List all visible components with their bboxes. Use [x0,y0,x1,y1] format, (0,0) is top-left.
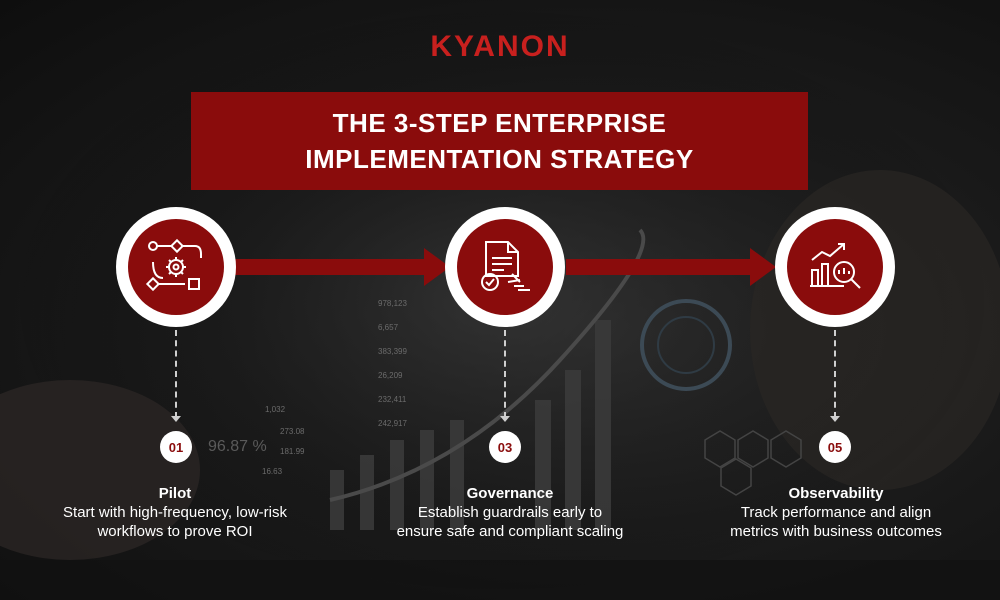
connector-arrow-2 [566,248,776,286]
bg-value-6: 1,032 [265,405,286,414]
step-1-number: 01 [160,431,192,463]
step-1-title: Pilot [158,485,192,502]
dashed-line-1 [175,330,177,418]
step-1-icon-circle [116,207,236,327]
bg-percent: 96.87 % [208,438,267,455]
step-2-number: 03 [489,431,521,463]
title-banner: THE 3-STEP ENTERPRISE IMPLEMENTATION STR… [191,92,808,190]
dashed-line-2 [504,330,506,418]
step-3-title: Observability [788,485,884,502]
step-3-icon-circle [775,207,895,327]
dashed-line-3 [834,330,836,418]
bg-value-8: 181.99 [280,447,305,456]
chart-magnifier-icon [810,243,861,289]
page-title: THE 3-STEP ENTERPRISE IMPLEMENTATION STR… [290,105,710,177]
step-1-desc-line-1: Start with high-frequency, low-risk [63,504,287,521]
step-2-icon-circle [445,207,565,327]
step-2-desc-line-2: ensure safe and compliant scaling [396,523,624,540]
title-line-1: THE 3-STEP ENTERPRISE [332,108,667,138]
workflow-gear-icon [145,238,202,292]
step-2-description: Establish guardrails early to ensure saf… [360,503,660,541]
bg-value-9: 16.63 [262,467,283,476]
dashed-arrowhead-1 [171,416,181,422]
bg-value-5: 242,917 [378,419,407,428]
brand-logo: KYANON [430,30,570,63]
step-3-desc-line-2: metrics with business outcomes [730,523,942,540]
dashed-arrowhead-3 [830,416,840,422]
step-3-desc-line-1: Track performance and align [740,504,932,521]
step-1-desc-line-2: workflows to prove ROI [97,523,253,540]
step-1-description: Start with high-frequency, low-risk work… [25,503,325,541]
dashed-arrowhead-2 [500,416,510,422]
step-3-number: 05 [819,431,851,463]
bg-value-7: 273.08 [280,427,305,436]
connector-arrow-1 [232,248,450,286]
step-2-title: Governance [466,485,554,502]
bg-value-3: 26,209 [378,371,403,380]
title-line-2: IMPLEMENTATION STRATEGY [305,144,694,174]
document-stamp-icon [481,241,530,291]
bg-value-0: 978,123 [378,299,407,308]
step-2-desc-line-1: Establish guardrails early to [417,504,603,521]
bg-value-2: 383,399 [378,347,407,356]
bg-value-4: 232,411 [378,395,407,404]
bg-value-1: 6,657 [378,323,399,332]
step-3-description: Track performance and align metrics with… [686,503,986,541]
